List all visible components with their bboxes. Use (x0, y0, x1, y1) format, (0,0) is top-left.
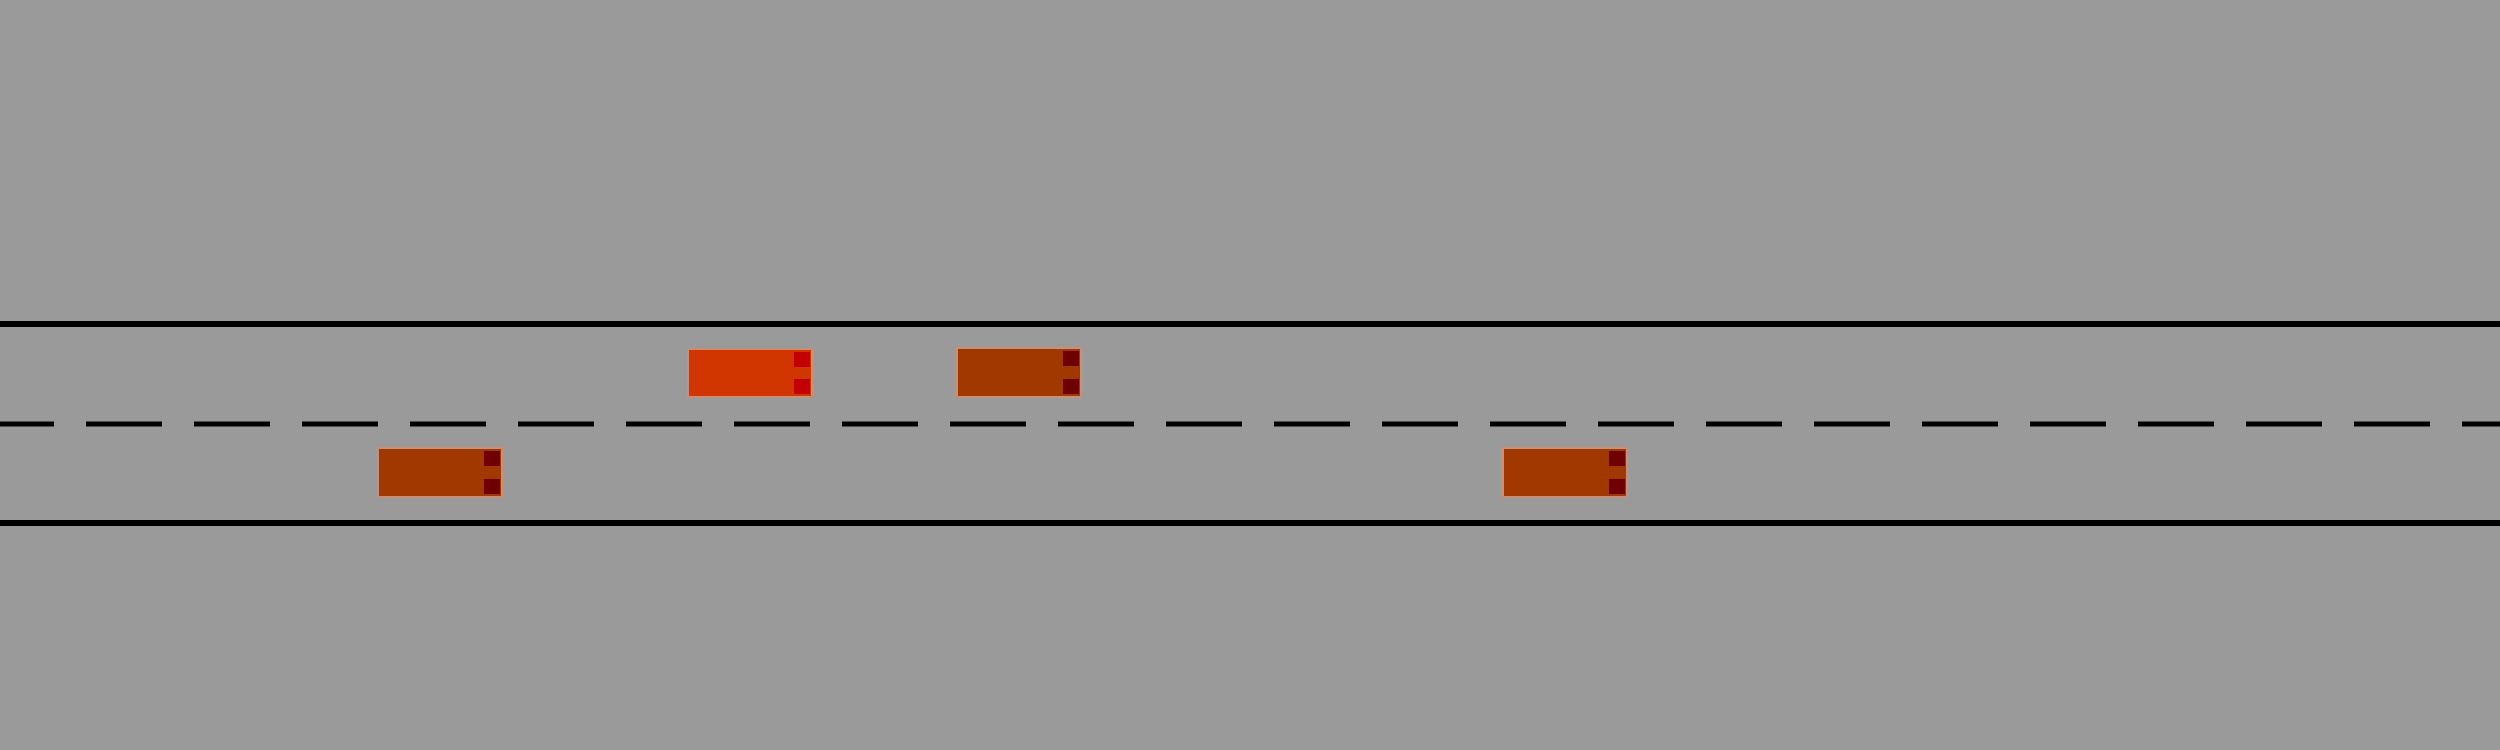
headlight-bottom (1609, 479, 1625, 494)
other-car (1502, 447, 1628, 498)
car-body (687, 348, 813, 398)
headlight-bottom (484, 479, 500, 494)
headlight-top (794, 352, 810, 367)
headlight-bottom (794, 379, 810, 394)
car-body (1502, 447, 1628, 498)
headlight-top (484, 451, 500, 466)
other-car (956, 347, 1082, 398)
car-body (377, 447, 503, 498)
headlight-top (1609, 451, 1625, 466)
headlight-bottom (1063, 379, 1079, 394)
other-car (377, 447, 503, 498)
car-body (956, 347, 1082, 398)
headlight-top (1063, 351, 1079, 366)
ego-car (687, 348, 813, 398)
